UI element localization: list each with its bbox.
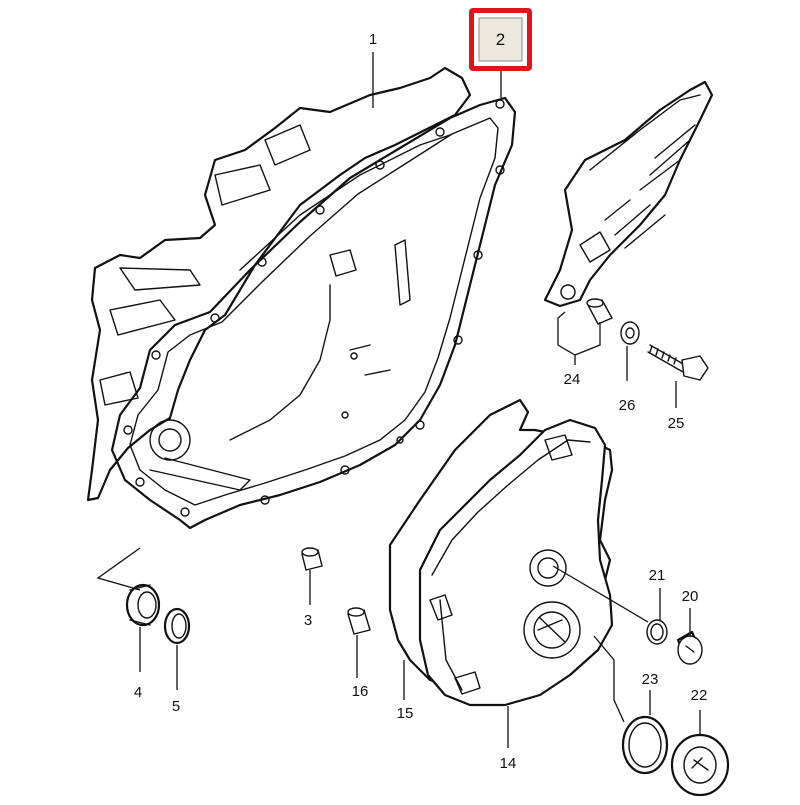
- part-number-labels: 1 3 4 5 14 15 16 20 21 22 23 24 25 26: [134, 31, 708, 772]
- part-label-21[interactable]: 21: [649, 567, 666, 584]
- o-ring-21-drawing: [646, 619, 668, 645]
- dowel-pin-16-drawing: [347, 607, 371, 635]
- dowel-pin-3-drawing: [301, 547, 323, 571]
- part-label-5[interactable]: 5: [172, 698, 180, 715]
- part-label-23[interactable]: 23: [642, 671, 659, 688]
- o-ring-23-drawing: [621, 715, 669, 775]
- leader-lines: [96, 52, 701, 748]
- generator-cover-drawing: [418, 418, 614, 707]
- gasket-drawing: [110, 96, 517, 530]
- part-label-1[interactable]: 1: [369, 31, 377, 48]
- oil-seal-drawing: [125, 583, 161, 627]
- bolt-drawing: [647, 344, 709, 381]
- cover-gasket-drawing: [388, 398, 614, 692]
- part-label-22[interactable]: 22: [691, 687, 708, 704]
- o-ring-drawing: [163, 607, 191, 645]
- guide-plate-drawing: [543, 80, 714, 308]
- cap-drawing: [670, 733, 730, 797]
- part-label-4[interactable]: 4: [134, 684, 142, 701]
- part-label-15[interactable]: 15: [397, 705, 414, 722]
- part-label-20[interactable]: 20: [682, 588, 699, 605]
- part-label-24[interactable]: 24: [564, 371, 581, 388]
- plug-drawing: [676, 630, 703, 665]
- part-2-label[interactable]: 2: [496, 30, 505, 49]
- part-label-14[interactable]: 14: [500, 755, 517, 772]
- pin-drawing: [586, 298, 613, 325]
- crankcase-drawing: [86, 66, 472, 502]
- part-label-25[interactable]: 25: [668, 415, 685, 432]
- part-label-26[interactable]: 26: [619, 397, 636, 414]
- part-label-3[interactable]: 3: [304, 612, 312, 629]
- highlight-box[interactable]: 2: [469, 8, 532, 71]
- washer-drawing: [620, 321, 640, 345]
- part-label-16[interactable]: 16: [352, 683, 369, 700]
